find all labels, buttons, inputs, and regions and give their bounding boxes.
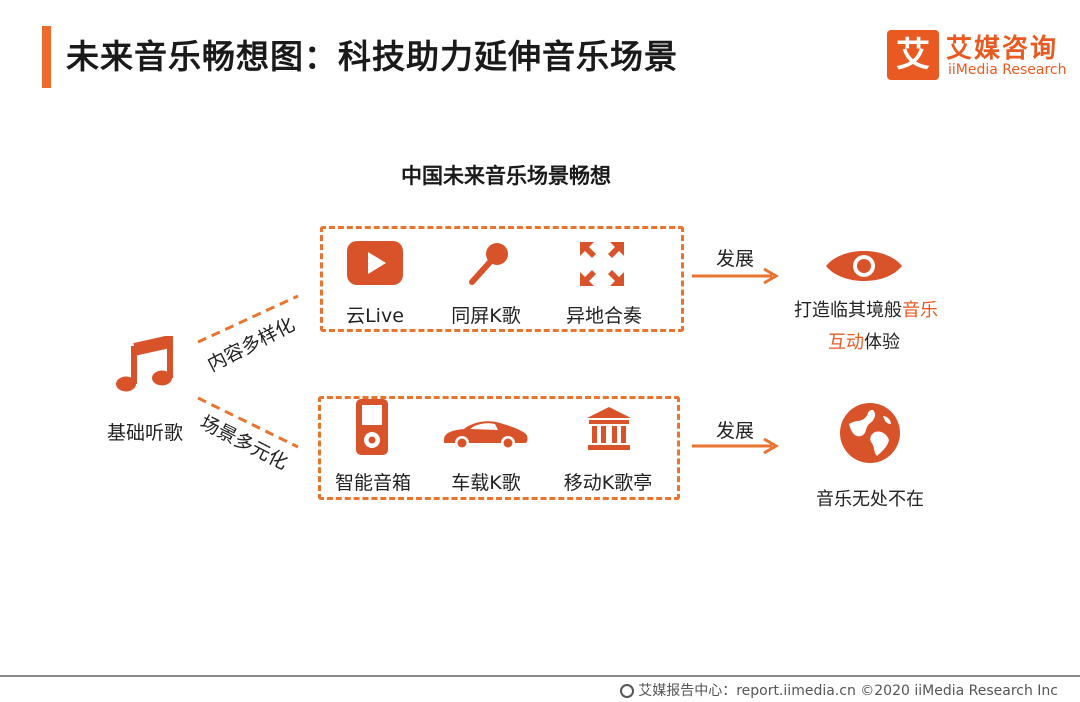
top-item-label-2: 同屏K歌 — [451, 305, 521, 327]
footer-source: 艾媒报告中心：report.iimedia.cn ©2020 iiMedia R… — [620, 680, 1058, 700]
bottom-item-label-1: 智能音箱 — [334, 472, 411, 494]
result-top-line2: 互动体验 — [828, 328, 900, 354]
content-box-top — [320, 226, 684, 332]
arrow-bottom — [692, 437, 779, 455]
logo-glyph: 艾 — [896, 35, 930, 75]
music-note-icon — [116, 336, 173, 392]
microphone-icon — [469, 243, 508, 285]
footer-divider — [0, 675, 1080, 677]
result-top-line1-plain: 打造临其境般 — [794, 300, 902, 321]
arrow-label-bottom: 发展 — [715, 420, 754, 442]
eye-icon — [826, 251, 902, 281]
kiosk-building-icon — [587, 407, 631, 450]
page-title: 未来音乐畅想图：科技助力延伸音乐场景 — [66, 37, 678, 76]
arrow-top — [692, 267, 779, 285]
bottom-item-label-2: 车载K歌 — [451, 472, 521, 494]
result-top-line2-highlight: 互动 — [828, 332, 864, 353]
smart-speaker-icon — [356, 399, 388, 455]
expand-arrows-icon — [580, 242, 624, 286]
result-top-line2-plain: 体验 — [864, 332, 900, 353]
logo-mark: 艾 — [887, 30, 939, 80]
arrow-label-top: 发展 — [715, 248, 754, 270]
title-accent-bar — [42, 26, 51, 88]
branch-line-bottom — [197, 396, 299, 449]
top-item-label-3: 异地合奏 — [565, 305, 642, 327]
content-box-bottom — [318, 396, 680, 500]
branch-line-top — [197, 294, 299, 344]
result-bottom-label: 音乐无处不在 — [816, 489, 924, 510]
diagram-title: 中国未来音乐场景畅想 — [401, 164, 611, 188]
globe-icon — [840, 403, 900, 463]
footer-source-text: 艾媒报告中心：report.iimedia.cn ©2020 iiMedia R… — [638, 683, 1058, 699]
footer-logo-icon — [620, 684, 635, 698]
result-top-line1: 打造临其境般音乐 — [794, 296, 938, 322]
car-icon — [444, 421, 528, 450]
logo-name-en: iiMedia Research — [948, 62, 1067, 78]
bottom-item-label-3: 移动K歌亭 — [563, 472, 653, 494]
logo-name-cn: 艾媒咨询 — [946, 34, 1059, 64]
top-item-label-1: 云Live — [346, 305, 404, 327]
origin-label: 基础听歌 — [106, 422, 183, 444]
result-top-line1-highlight: 音乐 — [902, 300, 938, 321]
play-button-icon — [347, 241, 403, 285]
